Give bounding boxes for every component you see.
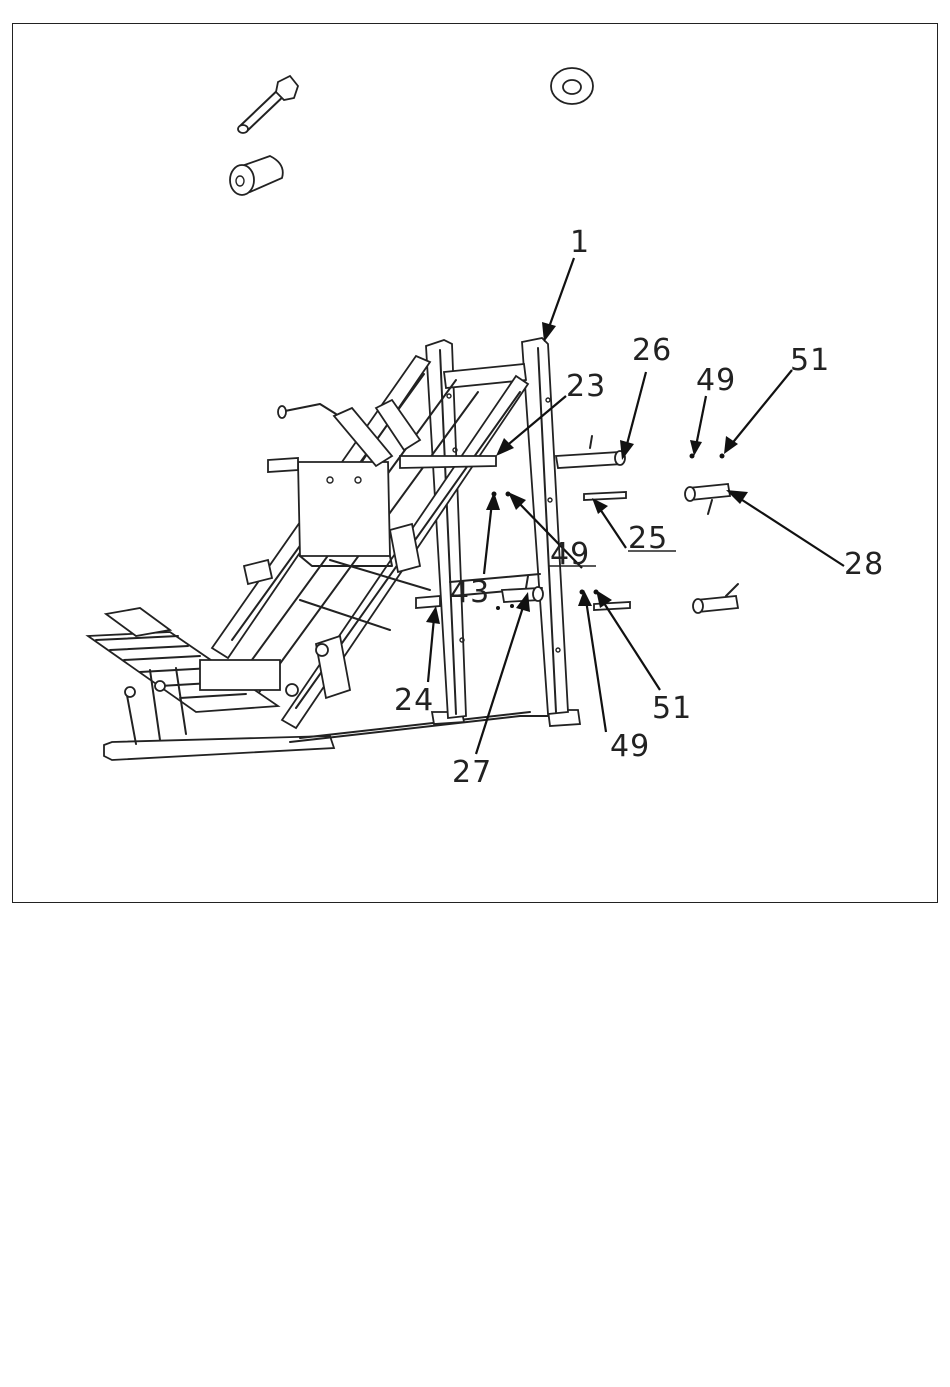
leg-press-frame — [88, 338, 580, 760]
part-lower-pin — [693, 584, 738, 613]
callout-51-top: 51 — [790, 343, 830, 378]
callout-27: 27 — [452, 755, 492, 790]
part-26-pin — [556, 436, 625, 468]
part-27-pin — [502, 576, 543, 602]
callout-24: 24 — [394, 683, 434, 718]
callout-26: 26 — [632, 333, 672, 368]
callout-28: 28 — [844, 547, 884, 582]
callout-49-top: 49 — [696, 363, 736, 398]
callout-1: 1 — [570, 225, 590, 260]
part-25-rod — [584, 492, 626, 500]
callout-23: 23 — [566, 369, 606, 404]
callout-51-bottom: 51 — [652, 691, 692, 726]
bushing-part — [230, 156, 283, 195]
callout-25: 25 — [628, 521, 668, 556]
callout-43: 43 — [450, 575, 490, 610]
washer-part — [551, 68, 593, 104]
callout-49-bottom: 49 — [610, 729, 650, 764]
part-28-pin — [685, 484, 730, 514]
callout-49-mid: 49 — [550, 537, 590, 572]
bolt-part — [238, 76, 298, 133]
